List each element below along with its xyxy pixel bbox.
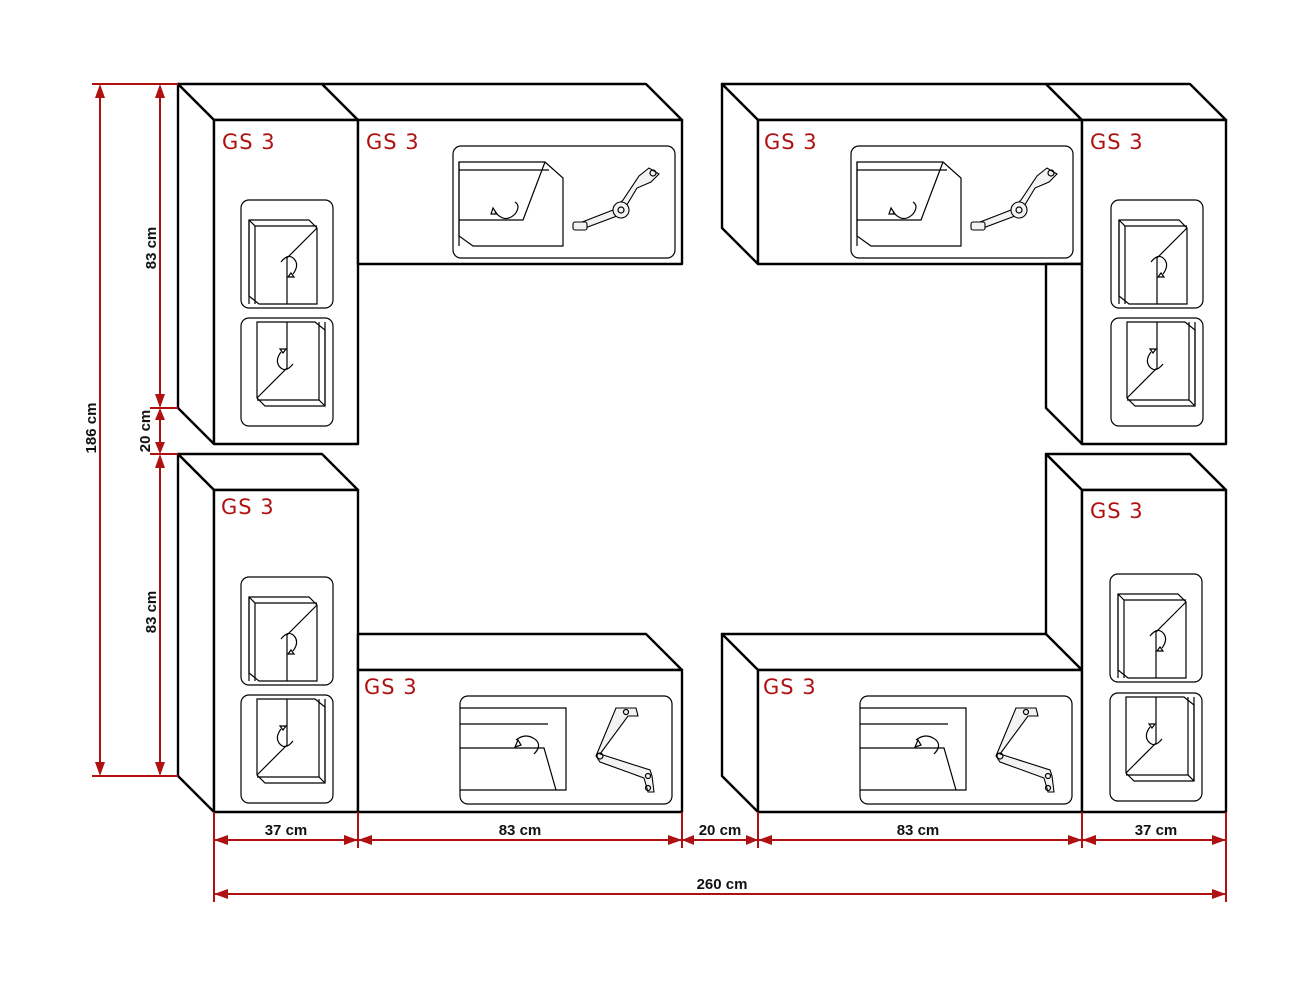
cabinet-right-top-wide: GS 3 [720,82,1084,266]
cabinet-label: GS 3 [764,130,818,154]
cabinet-label: GS 3 [1090,130,1144,154]
cabinet-left-bottom-wide: GS 3 [356,632,684,814]
dim-width-left: 37 cm [265,822,308,839]
vertical-dimensions: 186 cm 83 cm 20 cm 83 cm [83,83,178,777]
dim-top-height: 83 cm [143,227,160,270]
cabinet-label: GS 3 [366,130,420,154]
dim-width-gap: 20 cm [699,822,742,839]
cabinet-label: GS 3 [1090,499,1144,523]
cabinet-label: GS 3 [222,130,276,154]
dim-width-right: 37 cm [1135,822,1178,839]
dim-bottom-height: 83 cm [143,591,160,634]
dim-gap-height: 20 cm [137,410,154,453]
dim-width-left-wide: 83 cm [499,822,542,839]
cabinet-left-bottom-tall: GS 3 [176,452,360,814]
dim-total-width: 260 cm [697,876,748,893]
cabinet-left-top-tall: GS 3 [176,82,360,446]
cabinet-right-bottom-tall: GS 3 [1044,452,1228,814]
cabinet-label: GS 3 [364,675,418,699]
cabinet-right-top-tall: GS 3 [1044,82,1228,446]
dim-width-right-wide: 83 cm [897,822,940,839]
cabinet-left-top-wide: GS 3 [320,82,684,266]
horizontal-dimensions: 37 cm 83 cm 20 cm 83 cm 37 cm 260 cm [213,812,1227,902]
cabinet-label: GS 3 [763,675,817,699]
cabinet-label: GS 3 [221,495,275,519]
dim-total-height: 186 cm [83,403,100,454]
cabinet-right-bottom-wide: GS 3 [720,632,1084,814]
